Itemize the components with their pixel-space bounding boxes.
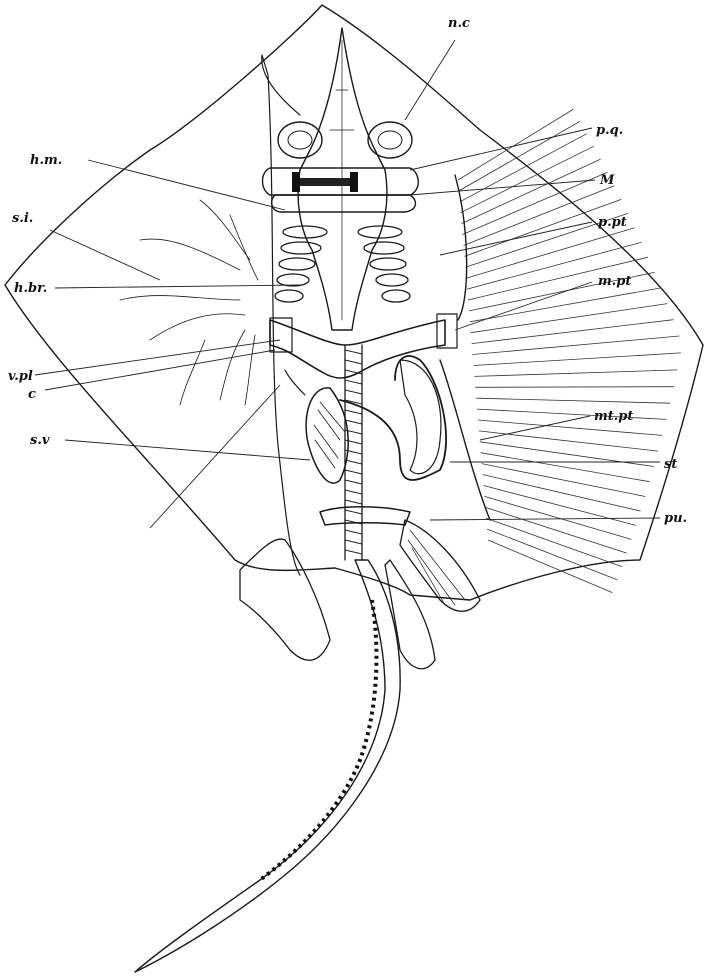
gill-arch: [275, 290, 303, 302]
fin-radial: [473, 336, 680, 355]
vertebra: [345, 530, 362, 534]
label-pq: p.q.: [596, 123, 623, 138]
gill-arch: [382, 290, 410, 302]
gill-arch: [376, 274, 408, 286]
fin-radial: [485, 507, 626, 553]
fin-radial: [459, 121, 580, 190]
pectoral-girdle: [270, 314, 457, 378]
gill-arch: [364, 242, 404, 254]
gill-arch: [281, 242, 321, 254]
vertebra: [345, 490, 362, 494]
fin-radial: [478, 420, 662, 435]
vertebra: [345, 410, 362, 414]
fin-radial: [480, 442, 654, 467]
vertebra: [345, 390, 362, 394]
tail: [135, 560, 400, 972]
body-outline: [5, 5, 703, 600]
label-hm: h.m.: [30, 153, 62, 168]
fin-radial: [488, 540, 612, 593]
vertebra: [345, 540, 362, 544]
fin-radial: [471, 304, 668, 333]
left-fin-sensory-lines: [120, 55, 300, 575]
vertebra: [345, 460, 362, 464]
fin-radial: [463, 172, 608, 234]
fin-radial: [464, 186, 615, 246]
vertebra: [345, 380, 362, 384]
fin-radial: [487, 529, 617, 580]
label-mtpt: mt.pt: [594, 409, 633, 424]
label-ppt: p.pt: [598, 215, 627, 230]
vertebra: [345, 500, 362, 504]
fin-radial: [472, 320, 674, 344]
label-M: M: [599, 173, 615, 188]
fin-radial: [461, 146, 594, 212]
gill-arch: [277, 274, 309, 286]
vertebra: [345, 420, 362, 424]
fin-radial: [474, 370, 677, 377]
fin-radial: [484, 496, 631, 539]
label-sv: s.v: [30, 433, 50, 448]
pelvic-girdle: [320, 507, 480, 612]
label-nc: n.c: [448, 16, 470, 31]
gill-arch: [370, 258, 406, 270]
label-c: c: [28, 387, 36, 402]
fin-radial: [476, 398, 670, 403]
vertebra: [345, 470, 362, 474]
label-st: st: [664, 457, 677, 472]
label-mpt: m.pt: [598, 274, 631, 289]
vertebra: [345, 350, 362, 354]
label-hbr: h.br.: [14, 281, 47, 296]
vertebra: [345, 480, 362, 484]
gill-arches: [275, 226, 410, 302]
fin-radial: [481, 453, 650, 482]
vertebra: [345, 360, 362, 364]
fin-radial: [466, 228, 635, 279]
fin-radial: [477, 409, 666, 419]
vertebra: [345, 550, 362, 554]
fin-radial: [475, 387, 674, 388]
label-si: s.i.: [12, 211, 33, 226]
gill-arch: [279, 258, 315, 270]
fin-radial: [458, 109, 573, 180]
label-vpl: v.pl: [8, 369, 33, 384]
vertebra: [345, 510, 362, 514]
fin-radial: [474, 353, 681, 366]
nasal-capsules: [278, 122, 412, 158]
fin-radial: [486, 518, 622, 566]
claspers: [240, 539, 435, 669]
label-pu: pu.: [664, 511, 687, 526]
jaws: [263, 168, 419, 212]
